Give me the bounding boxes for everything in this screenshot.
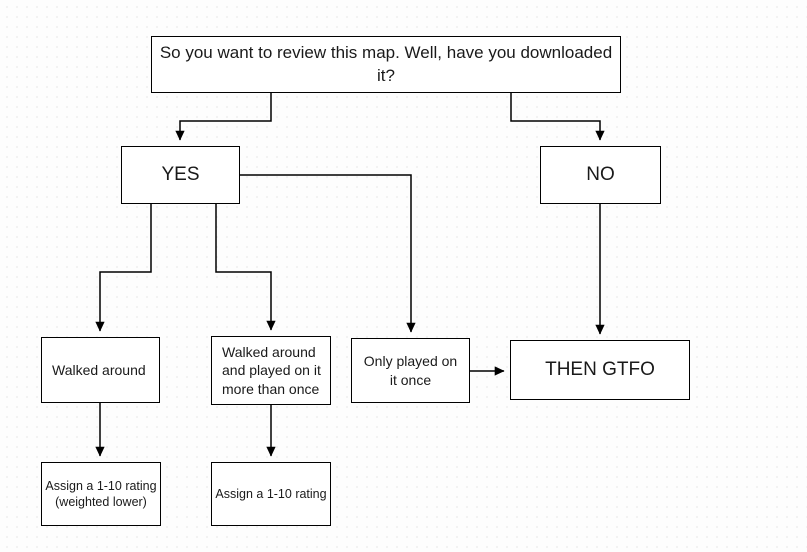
connector-yes-to-walked-and-played <box>215 204 276 331</box>
node-label-walked-around: Walked around <box>52 361 146 378</box>
connector-question-to-no <box>510 93 605 141</box>
node-played-once[interactable]: Only played on it once <box>351 338 470 403</box>
node-label-yes: YES <box>161 164 200 186</box>
node-label-no: NO <box>586 164 615 186</box>
node-label-rating-plain: Assign a 1-10 rating <box>215 486 327 501</box>
connector-yes-to-played-once <box>240 174 416 333</box>
node-label-then-gtfo: THEN GTFO <box>545 359 655 381</box>
connector-yes-to-walked-around <box>95 204 152 332</box>
node-then-gtfo[interactable]: THEN GTFO <box>510 340 690 400</box>
node-yes[interactable]: YES <box>121 146 240 204</box>
node-label-walked-and-played: Walked around and played on it more than… <box>222 343 321 397</box>
connector-question-to-yes <box>175 93 272 141</box>
node-question[interactable]: So you want to review this map. Well, ha… <box>151 36 621 93</box>
node-label-played-once: Only played on it once <box>363 353 458 388</box>
node-rating-plain[interactable]: Assign a 1-10 rating <box>211 462 331 526</box>
node-label-question: So you want to review this map. Well, ha… <box>159 43 613 85</box>
node-walked-and-played[interactable]: Walked around and played on it more than… <box>211 336 331 405</box>
node-no[interactable]: NO <box>540 146 661 204</box>
node-walked-around[interactable]: Walked around <box>41 337 160 403</box>
node-rating-weighted[interactable]: Assign a 1-10 rating (weighted lower) <box>41 462 161 526</box>
node-label-rating-weighted: Assign a 1-10 rating (weighted lower) <box>45 478 157 510</box>
